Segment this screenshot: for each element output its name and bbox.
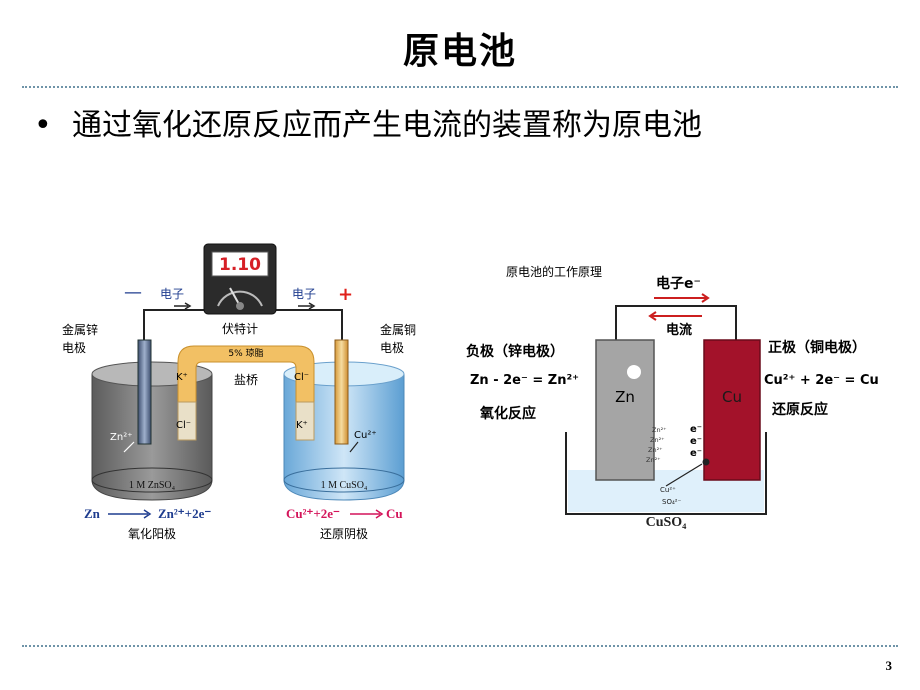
- meter-reading: 1.10: [219, 255, 261, 275]
- electron-flow-arrow: [701, 293, 710, 303]
- electron-3: e⁻: [690, 448, 702, 459]
- zn-ion: Zn²⁺: [110, 432, 132, 443]
- title-divider: [22, 86, 898, 88]
- k-ion-right: K⁺: [296, 420, 308, 431]
- cu-ion: Cu²⁺: [660, 486, 676, 494]
- cl-ion-bottom-left: Cl⁻: [176, 420, 191, 431]
- bullet-text: 通过氧化还原反应而产生电流的装置称为原电池: [72, 108, 702, 143]
- left-wire: [143, 309, 204, 340]
- cuso4-label: CuSO₄: [646, 515, 688, 530]
- electron-2: e⁻: [690, 436, 702, 447]
- page-number: 3: [885, 658, 893, 673]
- cu-deposit-dot: [702, 458, 710, 466]
- beaker: [565, 432, 767, 515]
- zn-plate: [595, 339, 655, 481]
- salt-bridge-label: 盐桥: [234, 373, 258, 387]
- electron-arrow-left: [184, 302, 192, 310]
- minus-sign: —: [124, 282, 142, 303]
- electron-label-left: 电子: [160, 287, 184, 301]
- negative-electrode-title: 负极（锌电极）: [466, 343, 564, 360]
- right-eq-arrow: [375, 509, 384, 519]
- cuso4-solution-label: 1 M CuSO₄: [321, 480, 368, 491]
- daniell-cell-diagram: 1.10 伏特计 — 电子 电子 + 金属锌 电极 金属铜 电极: [62, 243, 416, 541]
- positive-electrode-title: 正极（铜电极）: [768, 339, 866, 356]
- right-wire: [276, 309, 343, 340]
- positive-electrode-reaction: 还原反应: [771, 401, 828, 418]
- salt-bridge-content: 5% 琼脂: [228, 347, 263, 359]
- cell-principle-diagram: 原电池的工作原理 电子e⁻ 电流 Zn Cu 负极（锌电极） Zn - 2e⁻ …: [466, 264, 879, 530]
- bullet-dot: •: [34, 108, 52, 143]
- zinc-electrode-label-1: 金属锌: [62, 322, 98, 337]
- footer-divider: [22, 645, 898, 647]
- negative-electrode-reaction: 氧化反应: [479, 405, 536, 422]
- zn-plate-label: Zn: [615, 388, 635, 406]
- copper-electrode-label-1: 金属铜: [380, 322, 416, 337]
- zinc-electrode: [137, 339, 152, 445]
- outer-circuit: [615, 305, 737, 340]
- current-flow-arrow: [648, 311, 657, 321]
- plus-sign: +: [338, 284, 353, 305]
- zinc-electrode-label-2: 电极: [62, 341, 86, 355]
- cell-principle-figure: 原电池的工作原理 电子e⁻ 电流 Zn Cu 负极（锌电极） Zn - 2e⁻ …: [466, 248, 916, 538]
- left-eq-product: Zn²⁺+2e⁻: [158, 506, 211, 521]
- left-eq-reactant: Zn: [84, 506, 101, 521]
- electron-1: e⁻: [690, 424, 702, 435]
- electron-label-right: 电子: [292, 287, 316, 301]
- zn-plate-dot: [627, 365, 641, 379]
- zn-ion-2: Zn²⁺: [650, 436, 665, 444]
- cl-ion-left: Cl⁻: [294, 372, 309, 383]
- left-eq-arrow: [143, 509, 152, 519]
- zn-ion-3: Zn²⁺: [648, 446, 663, 454]
- voltmeter-label: 伏特计: [222, 321, 258, 336]
- right-eq-product: Cu: [386, 506, 403, 521]
- principle-caption: 原电池的工作原理: [506, 264, 602, 279]
- daniell-cell-figure: 1.10 伏特计 — 电子 电子 + 金属锌 电极 金属铜 电极: [58, 222, 450, 552]
- k-ion-left: K⁺: [176, 372, 188, 383]
- left-eq-label: 氧化阳极: [128, 527, 176, 541]
- cu-plate: [703, 339, 761, 481]
- cu-ion: Cu²⁺: [354, 430, 377, 441]
- cu-plate-label: Cu: [722, 388, 742, 406]
- electron-arrow-right: [308, 302, 316, 310]
- zn-ion-1: Zn²⁺: [652, 426, 667, 434]
- znso4-solution-label: 1 M ZnSO₄: [129, 480, 176, 491]
- so4-ion: SO₄²⁻: [662, 498, 682, 506]
- slide-title: 原电池: [402, 31, 517, 72]
- right-eq-reactant: Cu²⁺+2e⁻: [286, 506, 340, 521]
- zn-ion-4: Zn²⁺: [646, 456, 661, 464]
- copper-electrode: [334, 339, 349, 445]
- copper-electrode-label-2: 电极: [380, 341, 404, 355]
- voltmeter: 1.10: [203, 243, 277, 315]
- positive-electrode-equation: Cu²⁺ + 2e⁻ = Cu: [764, 373, 879, 388]
- current-flow-label: 电流: [666, 322, 692, 338]
- right-eq-label: 还原阴极: [320, 527, 368, 541]
- negative-electrode-equation: Zn - 2e⁻ = Zn²⁺: [470, 373, 579, 388]
- electron-flow-label: 电子e⁻: [656, 275, 701, 292]
- bullet-item: • 通过氧化还原反应而产生电流的装置称为原电池: [34, 100, 702, 144]
